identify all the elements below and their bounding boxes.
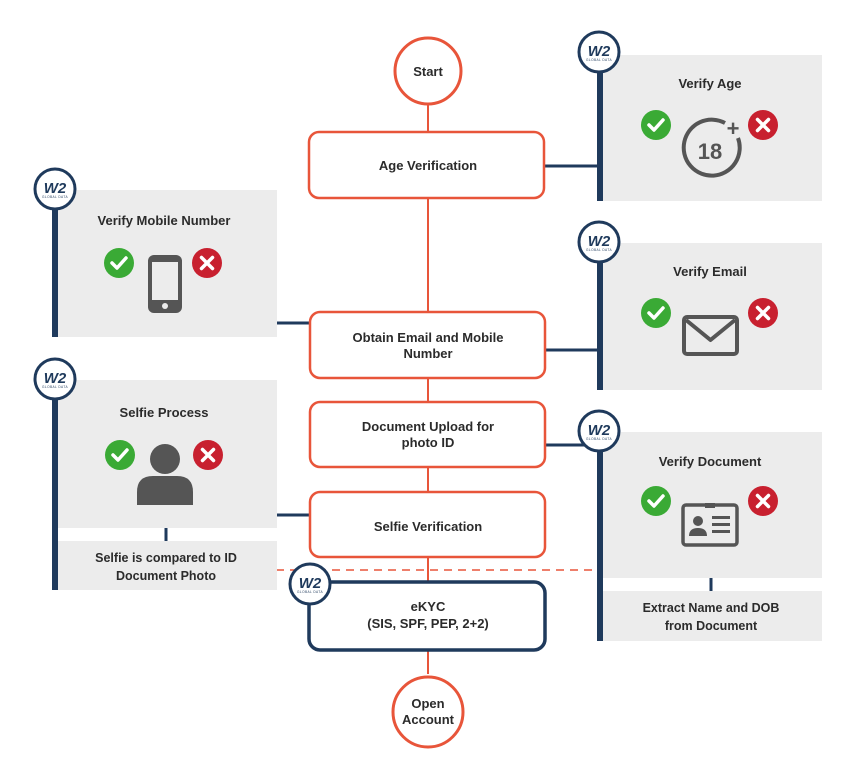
obtain-email-mobile-label-2: Number [403,346,452,361]
obtain-email-mobile-step: Obtain Email and Mobile Number [308,310,547,380]
age-18-plus-icon: 18 + [681,116,742,178]
open-account-label-2: Account [402,712,455,727]
open-account-label-1: Open [411,696,444,711]
w2-logo-text: W2 [588,422,611,439]
person-icon [137,444,193,505]
check-icon [102,246,136,280]
verify-mobile-panel: Verify Mobile Number [52,190,277,337]
start-label: Start [413,64,443,79]
verify-email-title: Verify Email [673,264,747,279]
check-icon [639,108,673,142]
w2-logo-subtitle: GLOBAL DATA [42,385,68,389]
w2-logo-subtitle: GLOBAL DATA [586,437,612,441]
cross-icon [746,296,780,330]
w2-logo-text: W2 [44,370,67,387]
ekyc-step: eKYC (SIS, SPF, PEP, 2+2) [307,580,547,652]
check-icon [639,296,673,330]
age-verification-label: Age Verification [379,158,477,173]
document-upload-label-2: photo ID [402,435,455,450]
ekyc-label-1: eKYC [411,599,446,614]
verify-mobile-title: Verify Mobile Number [98,213,231,228]
check-icon [103,438,137,472]
cross-icon [191,438,225,472]
envelope-icon [682,315,739,356]
document-upload-step: Document Upload for photo ID [308,400,547,469]
w2-logo-subtitle: GLOBAL DATA [297,590,323,594]
verify-email-panel: Verify Email [597,243,822,390]
panel-connectors [164,164,713,591]
w2-logo-subtitle: GLOBAL DATA [586,58,612,62]
w2-badge-selfie-process: W2 GLOBAL DATA [33,357,77,401]
age-verification-step: Age Verification [307,130,546,200]
document-note-line-1: Extract Name and DOB [643,601,780,615]
w2-badge-ekyc: W2 GLOBAL DATA [288,562,332,606]
w2-logo-text: W2 [588,233,611,250]
w2-badge-verify-email: W2 GLOBAL DATA [577,220,621,264]
age-number: 18 [698,139,722,164]
cross-icon [746,484,780,518]
flow-connectors [276,104,598,674]
cross-icon [190,246,224,280]
w2-logo-text: W2 [299,575,322,592]
verify-document-title: Verify Document [659,454,762,469]
document-upload-label-1: Document Upload for [362,419,494,434]
w2-logo-subtitle: GLOBAL DATA [586,248,612,252]
selfie-note: Selfie is compared to ID Document Photo [52,541,277,590]
selfie-verification-step: Selfie Verification [308,490,547,559]
selfie-process-title: Selfie Process [120,405,209,420]
w2-logo-subtitle: GLOBAL DATA [42,195,68,199]
w2-logo-text: W2 [44,180,67,197]
ekyc-label-2: (SIS, SPF, PEP, 2+2) [367,616,489,631]
id-card-icon [681,503,739,547]
selfie-process-panel: Selfie Process [52,380,277,590]
document-note: Extract Name and DOB from Document [597,591,822,641]
w2-badge-verify-document: W2 GLOBAL DATA [577,409,621,453]
mobile-phone-icon [148,255,182,313]
verify-document-panel: Verify Document [597,432,822,641]
verify-age-panel: Verify Age 18 + [597,55,822,201]
open-account-node: Open Account [391,675,465,749]
w2-badge-verify-age: W2 GLOBAL DATA [577,30,621,74]
selfie-verification-label: Selfie Verification [374,519,482,534]
verify-age-title: Verify Age [678,76,741,91]
check-icon [639,484,673,518]
document-note-line-2: from Document [665,619,758,633]
cross-icon [746,108,780,142]
w2-logo-text: W2 [588,43,611,60]
w2-badge-verify-mobile: W2 GLOBAL DATA [33,167,77,211]
age-plus: + [727,116,740,141]
selfie-note-line-2: Document Photo [116,569,216,583]
selfie-note-line-1: Selfie is compared to ID [95,551,237,565]
obtain-email-mobile-label-1: Obtain Email and Mobile [353,330,504,345]
start-node: Start [393,36,463,106]
